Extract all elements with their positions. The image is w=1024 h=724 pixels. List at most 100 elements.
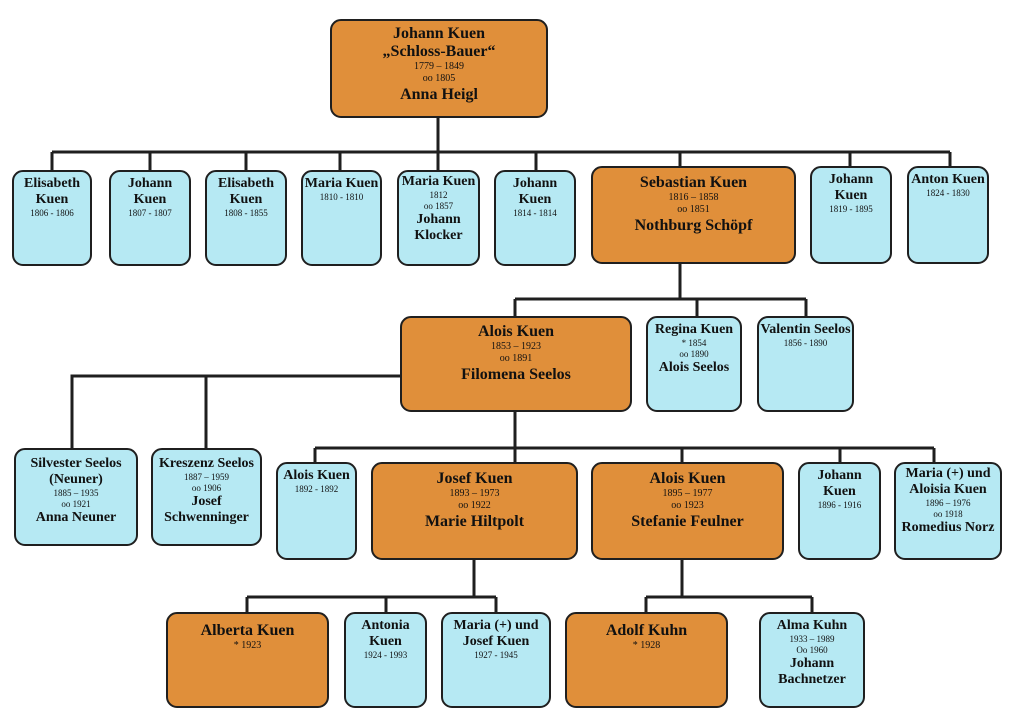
connector-sebastian <box>513 264 808 316</box>
spouse-name: Romedius Norz <box>901 520 995 535</box>
person-dates: 1896 – 1976 <box>925 498 971 508</box>
person-name: Johann Kuen <box>817 468 862 499</box>
person-name: Valentin Seelos <box>760 322 851 337</box>
person-box-johann-kuen-root: Johann Kuen „Schloss-Bauer“ 1779 – 1849 … <box>330 19 548 118</box>
connector-alois-filomena-down <box>313 412 936 462</box>
person-dates: 1885 – 1935 <box>53 488 99 498</box>
person-dates: 1924 - 1993 <box>363 650 408 660</box>
person-box-johann-kuen-1814: Johann Kuen 1814 - 1814 <box>494 170 576 266</box>
marriage-year: oo 1918 <box>933 509 963 519</box>
marriage-year: oo 1906 <box>191 483 222 493</box>
person-dates: 1819 - 1895 <box>829 204 873 214</box>
person-box-johann-kuen-1896: Johann Kuen 1896 - 1916 <box>798 462 881 560</box>
person-box-sebastian-kuen: Sebastian Kuen 1816 – 1858 oo 1851 Nothb… <box>591 166 796 264</box>
person-box-alois-kuen-1895: Alois Kuen 1895 – 1977 oo 1923 Stefanie … <box>591 462 784 560</box>
person-name: Alois Kuen <box>649 470 726 487</box>
person-name: Johann Kuen <box>392 25 486 42</box>
person-box-elisabeth-kuen-1806: Elisabeth Kuen 1806 - 1806 <box>12 170 92 266</box>
person-dates: 1806 - 1806 <box>30 208 74 218</box>
person-name: Kreszenz Seelos <box>159 456 254 471</box>
person-box-josef-kuen: Josef Kuen 1893 – 1973 oo 1922 Marie Hil… <box>371 462 578 560</box>
person-dates: * 1928 <box>632 640 661 651</box>
person-name: Maria Kuen <box>304 176 379 191</box>
person-dates: 1927 - 1945 <box>474 650 518 660</box>
marriage-year: oo 1890 <box>679 349 709 359</box>
spouse-name: Alois Seelos <box>658 360 730 375</box>
connector-josef <box>245 560 498 612</box>
person-box-antonia-kuen: Antonia Kuen 1924 - 1993 <box>344 612 427 708</box>
person-name: Alma Kuhn <box>776 618 848 633</box>
spouse-name: Johann Klocker <box>414 212 463 243</box>
person-dates: 1895 – 1977 <box>662 488 713 499</box>
person-name: Alois Kuen <box>477 323 554 340</box>
marriage-year: oo 1921 <box>61 499 91 509</box>
spouse-name: Nothburg Schöpf <box>634 217 753 234</box>
person-dates: 1824 - 1830 <box>926 188 970 198</box>
person-name: Alberta Kuen <box>200 622 295 639</box>
person-box-anton-kuen: Anton Kuen 1824 - 1830 <box>907 166 989 264</box>
marriage-year: oo 1857 <box>423 201 454 211</box>
marriage-year: oo 1923 <box>671 500 704 511</box>
person-name: Johann Kuen <box>512 176 558 207</box>
person-dates: 1887 – 1959 <box>184 472 229 482</box>
person-name: Alois Kuen <box>283 468 350 483</box>
marriage-year: oo 1805 <box>422 73 456 84</box>
spouse-name: Anna Heigl <box>400 86 478 103</box>
person-name: Sebastian Kuen <box>639 174 748 191</box>
connector-alois-filomena-left <box>70 374 402 448</box>
person-box-alois-kuen-1892: Alois Kuen 1892 - 1892 <box>276 462 357 560</box>
person-dates: 1807 - 1807 <box>128 208 172 218</box>
person-name: Johann Kuen <box>127 176 173 207</box>
person-name: Regina Kuen <box>654 322 734 337</box>
person-name: Antonia Kuen <box>361 618 410 649</box>
person-dates: 1893 – 1973 <box>449 488 500 499</box>
person-box-adolf-kuhn: Adolf Kuhn * 1928 <box>565 612 728 708</box>
person-name: Adolf Kuhn <box>605 622 688 639</box>
person-dates: 1779 – 1849 <box>414 61 464 72</box>
spouse-name: Anna Neuner <box>35 510 117 525</box>
person-dates: 1812 <box>429 190 448 200</box>
person-box-alberta-kuen: Alberta Kuen * 1923 <box>166 612 329 708</box>
marriage-year: oo 1922 <box>458 500 491 511</box>
person-box-kreszenz-seelos: Kreszenz Seelos 1887 – 1959 oo 1906 Jose… <box>151 448 262 546</box>
person-box-johann-kuen-1819: Johann Kuen 1819 - 1895 <box>810 166 892 264</box>
person-name: Silvester Seelos (Neuner) <box>30 456 122 487</box>
person-box-silvester-seelos: Silvester Seelos (Neuner) 1885 – 1935 oo… <box>14 448 138 546</box>
person-dates: * 1923 <box>233 640 262 651</box>
spouse-name: Stefanie Feulner <box>631 513 744 530</box>
person-box-valentin-seelos: Valentin Seelos 1856 - 1890 <box>757 316 854 412</box>
person-box-alma-kuhn: Alma Kuhn 1933 – 1989 Oo 1960 Johann Bac… <box>759 612 865 708</box>
person-box-maria-josef-kuen: Maria (+) und Josef Kuen 1927 - 1945 <box>441 612 551 708</box>
person-nickname: „Schloss-Bauer“ <box>382 43 496 60</box>
person-dates: 1892 - 1892 <box>294 484 339 494</box>
person-box-maria-aloisia-kuen: Maria (+) und Aloisia Kuen 1896 – 1976 o… <box>894 462 1002 560</box>
person-dates: 1896 - 1916 <box>817 500 862 510</box>
person-dates: 1814 - 1814 <box>513 208 557 218</box>
spouse-name: Johann Bachnetzer <box>778 656 846 687</box>
person-dates: * 1854 <box>681 338 707 348</box>
person-name: Josef Kuen <box>436 470 513 487</box>
person-name: Elisabeth Kuen <box>217 176 274 207</box>
person-dates: 1933 – 1989 <box>789 634 835 644</box>
person-dates: 1816 – 1858 <box>668 192 719 203</box>
person-box-elisabeth-kuen-1808: Elisabeth Kuen 1808 - 1855 <box>205 170 287 266</box>
person-dates: 1810 - 1810 <box>319 192 364 202</box>
person-name: Maria Kuen <box>401 174 476 189</box>
person-box-johann-kuen-1807: Johann Kuen 1807 - 1807 <box>109 170 191 266</box>
person-box-maria-kuen-1812: Maria Kuen 1812 oo 1857 Johann Klocker <box>397 170 480 266</box>
person-dates: 1853 – 1923 <box>491 341 541 352</box>
person-dates: 1808 - 1855 <box>224 208 268 218</box>
spouse-name: Filomena Seelos <box>461 366 571 383</box>
spouse-name: Josef Schwenninger <box>164 494 249 525</box>
person-dates: 1856 - 1890 <box>783 338 828 348</box>
person-name: Maria (+) und Aloisia Kuen <box>905 466 991 497</box>
person-box-regina-kuen: Regina Kuen * 1854 oo 1890 Alois Seelos <box>646 316 742 412</box>
person-box-alois-kuen-1853: Alois Kuen 1853 – 1923 oo 1891 Filomena … <box>400 316 632 412</box>
spouse-name: Marie Hiltpolt <box>424 513 525 530</box>
person-name: Elisabeth Kuen <box>23 176 80 207</box>
person-name: Anton Kuen <box>911 172 985 187</box>
connector-root <box>50 118 952 170</box>
connector-alois3 <box>644 560 814 612</box>
marriage-year: oo 1851 <box>677 204 710 215</box>
person-name: Maria (+) und Josef Kuen <box>453 618 539 649</box>
